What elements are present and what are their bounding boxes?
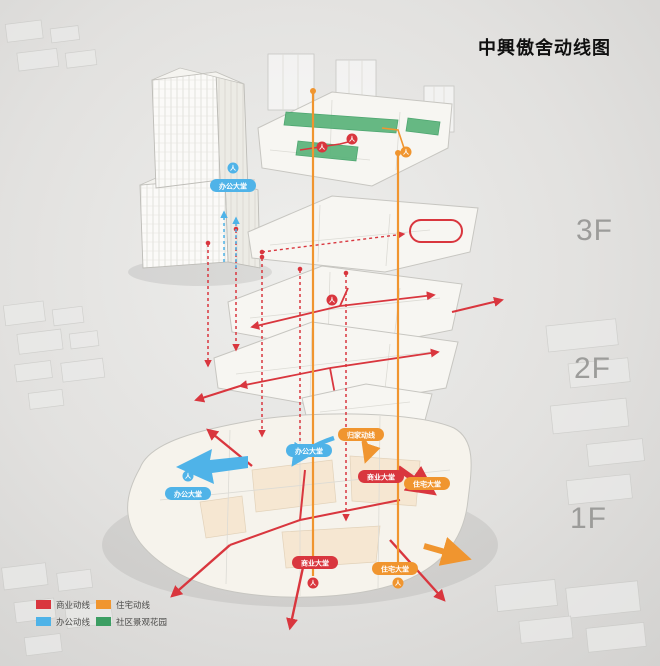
legend-item-residential: 住宅动线: [96, 600, 151, 610]
legend-swatch-garden: [96, 617, 111, 626]
garden-area: [405, 117, 441, 136]
svg-text:人: 人: [349, 136, 356, 144]
label-badge-commercial-mid: 商业大堂: [358, 470, 404, 483]
person-icon: 人: [316, 141, 328, 153]
floor-plate-1f: [127, 413, 472, 631]
svg-text:办公大堂: 办公大堂: [295, 447, 323, 456]
svg-text:商业动线: 商业动线: [56, 600, 91, 610]
legend-item-office: 办公动线: [36, 617, 91, 627]
svg-text:商业大堂: 商业大堂: [301, 559, 329, 568]
label-badge-commercial-bottom: 商业大堂: [292, 556, 338, 569]
label-badge-homecoming: 归家动线: [338, 428, 384, 441]
svg-text:归家动线: 归家动线: [347, 431, 375, 440]
page-title: 中興傲舍动线图: [478, 37, 611, 58]
svg-text:办公大堂: 办公大堂: [174, 490, 202, 499]
svg-text:社区景观花园: 社区景观花园: [116, 617, 167, 627]
person-icon: 人: [326, 294, 338, 306]
floor-label-3f: 3F: [576, 214, 613, 247]
legend-swatch-office: [36, 617, 51, 626]
floor-label-2f: 2F: [574, 352, 611, 385]
svg-text:人: 人: [395, 580, 402, 588]
svg-text:人: 人: [319, 144, 326, 152]
red-loop-route: [409, 219, 463, 243]
label-badge-office-tower: 办公大堂: [210, 179, 256, 192]
legend-item-garden: 社区景观花园: [96, 617, 167, 627]
background-cityscape: [1, 19, 647, 657]
person-icon: 人: [227, 162, 239, 174]
legend-item-commercial: 商业动线: [36, 600, 91, 610]
label-badge-residential-bottom: 住宅大堂: [372, 562, 418, 575]
node-icons: 人 人 人 人 人 人 人 人: [182, 133, 412, 589]
svg-text:人: 人: [310, 580, 317, 588]
svg-text:住宅大堂: 住宅大堂: [413, 480, 441, 489]
svg-text:住宅动线: 住宅动线: [116, 600, 151, 610]
person-icon: 人: [400, 146, 412, 158]
svg-text:住宅大堂: 住宅大堂: [381, 565, 409, 574]
svg-text:办公动线: 办公动线: [56, 617, 91, 627]
label-badges: 办公大堂 办公大堂 办公大堂 归家动线 商业大堂 住宅大堂 商业大堂 住宅大堂: [165, 179, 450, 575]
svg-text:人: 人: [230, 165, 237, 173]
label-badge-office-1f-left: 办公大堂: [165, 487, 211, 500]
svg-text:人: 人: [185, 473, 192, 481]
person-icon: 人: [182, 470, 194, 482]
vertical-blue-dashed-lines: [220, 210, 240, 268]
svg-text:办公大堂: 办公大堂: [219, 182, 247, 191]
office-tower: [139, 67, 261, 269]
person-icon: 人: [392, 577, 404, 589]
legend-swatch-commercial: [36, 600, 51, 609]
legend: 商业动线 住宅动线 办公动线 社区景观花园: [36, 600, 167, 627]
label-badge-office-1f-mid: 办公大堂: [286, 444, 332, 457]
legend-swatch-residential: [96, 600, 111, 609]
person-icon: 人: [346, 133, 358, 145]
floor-plate-2f-upper: [227, 265, 504, 353]
floor-plate-3f: [247, 195, 479, 273]
person-icon: 人: [307, 577, 319, 589]
label-badge-residential-right: 住宅大堂: [404, 477, 450, 490]
vertical-orange-lines: [310, 88, 401, 576]
svg-text:人: 人: [329, 297, 336, 305]
floor-label-1f: 1F: [570, 502, 607, 535]
svg-text:人: 人: [403, 149, 410, 157]
svg-text:商业大堂: 商业大堂: [367, 473, 395, 482]
